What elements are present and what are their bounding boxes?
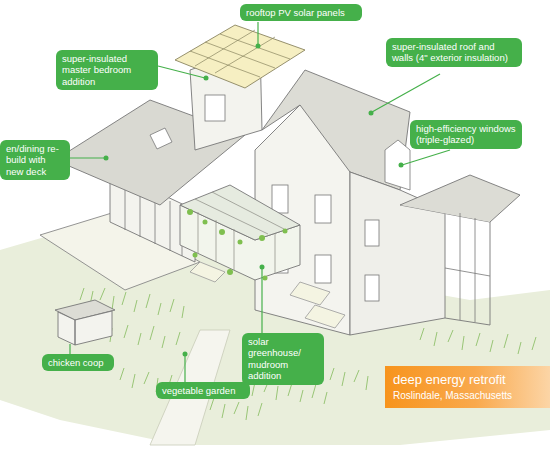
title-banner: deep energy retrofitRoslindale, Massachu… bbox=[385, 366, 550, 408]
callout-box: high-efficiency windows (triple-glazed) bbox=[410, 120, 522, 149]
callout-box: en/dining re-build with new deck bbox=[0, 140, 70, 180]
steps bbox=[190, 262, 345, 328]
pv-panels bbox=[175, 25, 305, 88]
callout-text: solar greenhouse/ mudroom addition bbox=[248, 336, 318, 382]
callout-text: en/dining re-build with new deck bbox=[6, 143, 64, 177]
porch bbox=[400, 205, 490, 325]
leader-dots bbox=[104, 44, 404, 357]
callout-text: vegetable garden bbox=[162, 385, 244, 396]
callout-box: solar greenhouse/ mudroom addition bbox=[242, 333, 324, 385]
bedroom-window bbox=[205, 95, 225, 121]
pv-grid bbox=[190, 30, 290, 77]
dormer bbox=[385, 140, 410, 190]
porch-posts bbox=[445, 213, 490, 322]
callout-text: super-insulated roof and walls (4" exter… bbox=[392, 41, 516, 64]
coop-walls bbox=[58, 311, 112, 345]
callout-text: high-efficiency windows (triple-glazed) bbox=[416, 123, 516, 146]
banner-text: deep energy retrofit bbox=[393, 372, 542, 388]
skylight bbox=[150, 128, 172, 149]
callout-box: chicken coop bbox=[42, 354, 114, 371]
main-roof bbox=[262, 70, 410, 190]
callout-box: super-insulated master bedroom addition bbox=[56, 50, 158, 90]
callout-text: rooftop PV solar panels bbox=[246, 7, 356, 18]
callout-text: super-insulated master bedroom addition bbox=[62, 53, 152, 87]
callout-box: super-insulated roof and walls (4" exter… bbox=[386, 38, 522, 67]
greenhouse-glass bbox=[195, 192, 284, 273]
callout-box: rooftop PV solar panels bbox=[240, 4, 362, 21]
callout-text: chicken coop bbox=[48, 357, 108, 368]
callout-box: vegetable garden bbox=[156, 382, 250, 399]
banner-text: Roslindale, Massachusetts bbox=[393, 390, 542, 402]
